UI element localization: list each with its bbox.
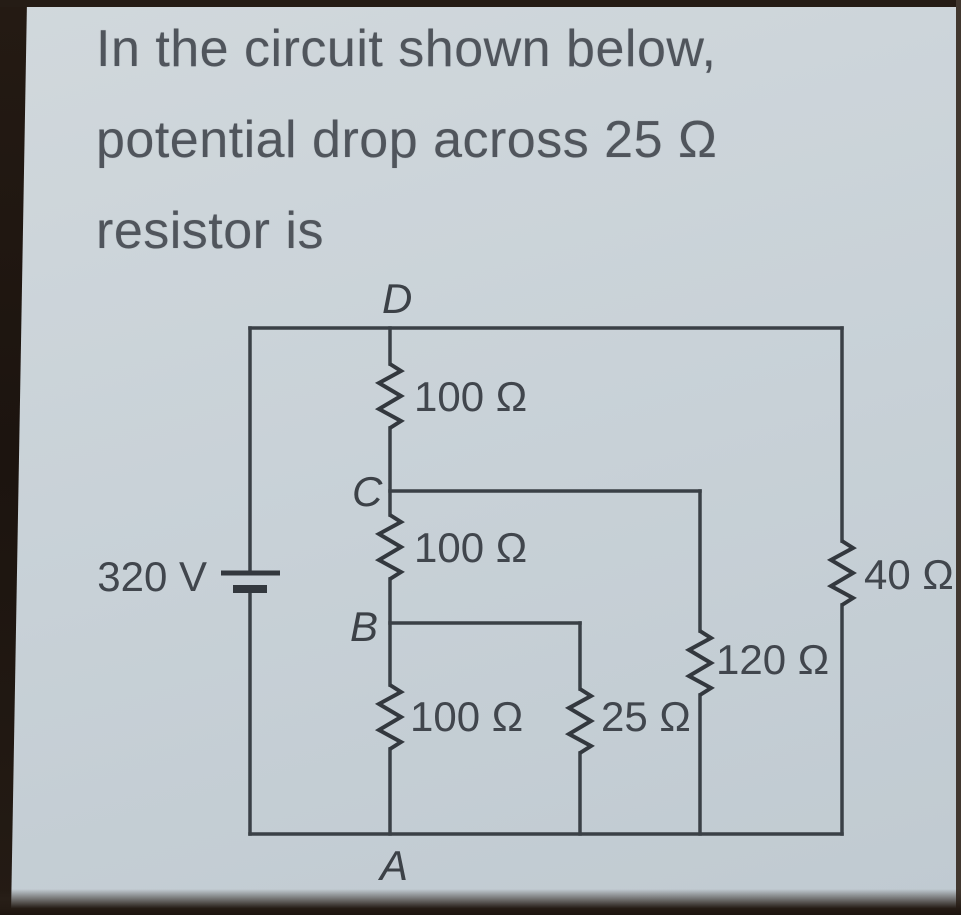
resistor-label-dc: 100 Ω — [414, 373, 527, 420]
node-label-c: C — [352, 468, 383, 515]
resistor-zigzag-25 — [564, 687, 595, 755]
node-label-d: D — [382, 275, 412, 322]
photo-edge-right — [956, 0, 961, 915]
question-line-1: In the circuit shown below, — [96, 20, 717, 78]
node-label-b: B — [350, 603, 378, 650]
photo-edge-bottom — [0, 889, 961, 915]
resistor-label-cb: 100 Ω — [414, 524, 527, 571]
resistor-zigzag-120 — [684, 629, 715, 697]
resistor-label-120: 120 Ω — [716, 636, 829, 683]
question-line-3: resistor is — [96, 202, 324, 260]
photo-edge-top — [0, 0, 961, 7]
circuit-wires — [248, 326, 844, 836]
node-label-a: A — [377, 842, 408, 889]
battery-symbol — [221, 570, 280, 593]
battery-voltage-label: 320 V — [97, 553, 207, 600]
resistor-zigzag-cb — [374, 513, 405, 581]
resistor-zigzag-40 — [826, 539, 857, 607]
question-text: In the circuit shown below, potential dr… — [96, 4, 717, 277]
question-line-2: potential drop across 25 Ω — [96, 111, 718, 169]
resistor-label-25: 25 Ω — [601, 693, 691, 740]
resistor-label-ba: 100 Ω — [410, 693, 523, 740]
resistor-zigzag-ba — [374, 683, 405, 751]
resistor-zigzag-dc — [374, 362, 405, 430]
resistor-label-40: 40 Ω — [864, 551, 954, 598]
